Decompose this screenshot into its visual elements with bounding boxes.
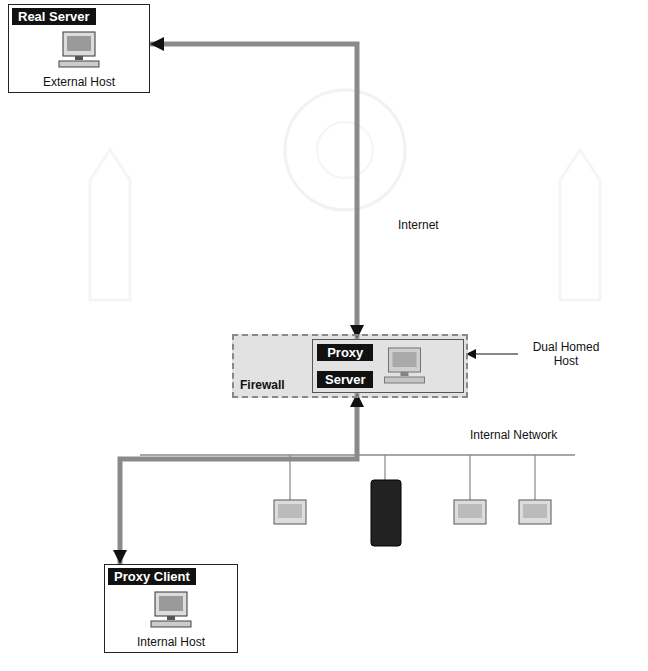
region-label: Firewall bbox=[240, 378, 285, 392]
icon-group bbox=[59, 32, 424, 627]
host-monitor bbox=[519, 500, 551, 524]
leader-line bbox=[466, 353, 518, 354]
keyboard bbox=[59, 61, 99, 67]
host-caption: External Host bbox=[12, 75, 146, 89]
host-screen bbox=[458, 504, 482, 518]
host-monitor bbox=[454, 500, 486, 524]
host-screen bbox=[523, 504, 547, 518]
host-title: Real Server bbox=[12, 8, 96, 25]
watermark-tower bbox=[90, 150, 600, 300]
host-screen bbox=[278, 504, 302, 518]
stand bbox=[167, 616, 175, 620]
network-hosts bbox=[274, 455, 551, 546]
band-column: ProxyServer bbox=[317, 344, 373, 388]
server-tower bbox=[371, 480, 401, 546]
drop-line bbox=[290, 455, 535, 500]
monitor bbox=[155, 592, 187, 616]
monitor bbox=[63, 32, 95, 56]
computer-icon bbox=[59, 32, 99, 67]
icon-space bbox=[12, 25, 146, 75]
host-title: Proxy Client bbox=[108, 568, 196, 585]
proxy-band: Server bbox=[317, 371, 373, 388]
watermark bbox=[90, 90, 600, 300]
connector-arrow bbox=[150, 44, 357, 339]
host-caption: Internal Host bbox=[108, 635, 234, 649]
screen bbox=[67, 36, 91, 51]
watermark-circle bbox=[317, 122, 373, 178]
proxy-box: ProxyServer bbox=[312, 339, 464, 393]
stand bbox=[75, 56, 83, 60]
icon-space bbox=[373, 344, 435, 388]
proxy-band: Proxy bbox=[317, 344, 373, 361]
host-box: Real ServerExternal Host bbox=[8, 4, 150, 93]
icon-space bbox=[108, 585, 234, 635]
network-label: Internet bbox=[398, 218, 439, 232]
keyboard bbox=[151, 621, 191, 627]
host-box: Proxy ClientInternal Host bbox=[104, 564, 238, 653]
host-note: Dual Homed Host bbox=[522, 340, 610, 368]
screen bbox=[159, 596, 183, 611]
network-label: Internal Network bbox=[470, 428, 557, 442]
connector-arrow bbox=[120, 393, 357, 564]
watermark-circle bbox=[285, 90, 405, 210]
host-monitor bbox=[274, 500, 306, 524]
computer-icon bbox=[151, 592, 191, 627]
firewall-region: Firewall ProxyServer bbox=[232, 334, 468, 398]
